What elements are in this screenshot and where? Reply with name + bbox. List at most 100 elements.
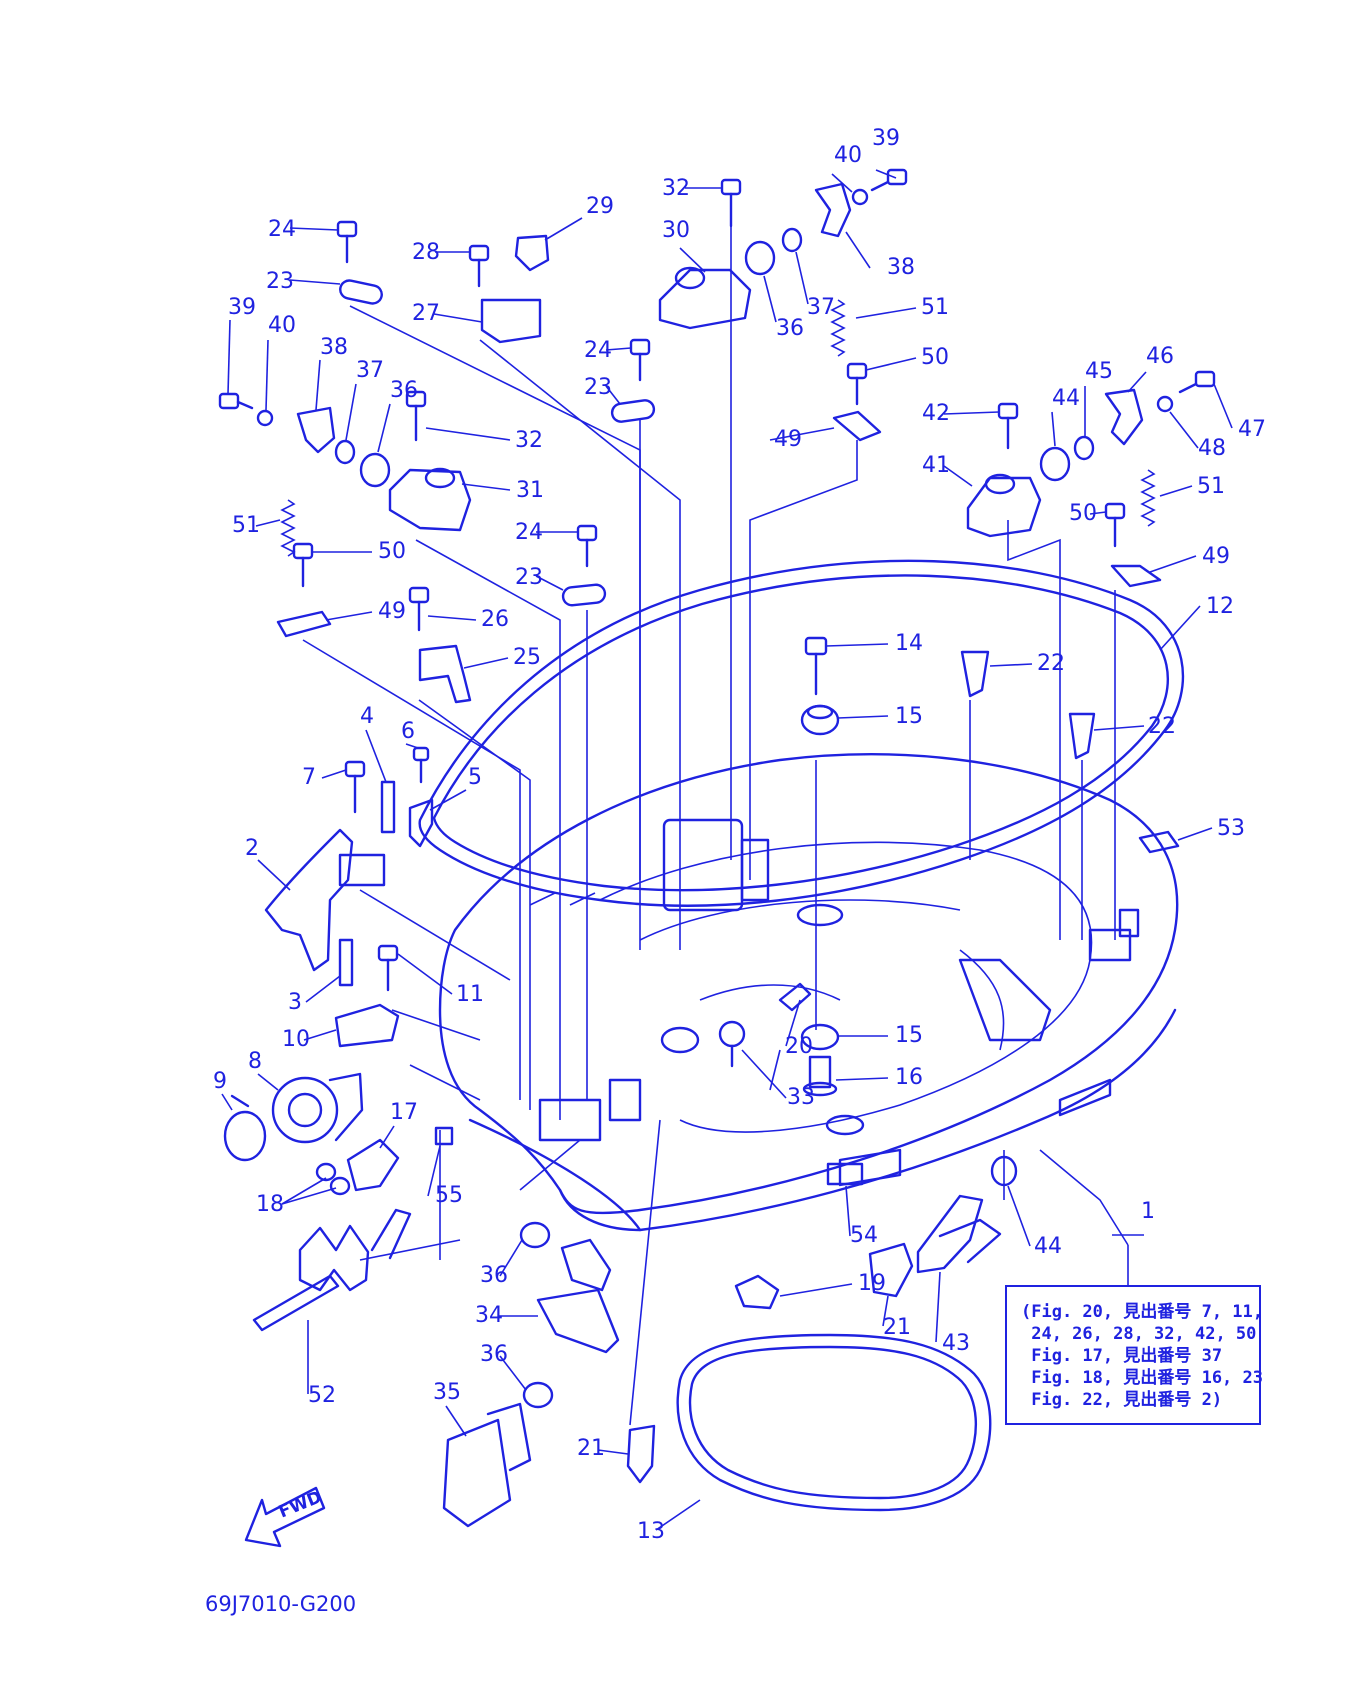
callout-1: 1 <box>1141 1199 1155 1224</box>
rubber-seal-ring-12 <box>418 559 1185 907</box>
callout-15: 15 <box>895 704 923 729</box>
callout-24: 24 <box>268 217 296 242</box>
callout-37: 37 <box>807 295 835 320</box>
callout-39: 39 <box>872 126 900 151</box>
drawing-code: 69J7010-G200 <box>205 1592 357 1616</box>
forward-arrow-icon <box>244 1486 326 1548</box>
callout-29: 29 <box>586 194 614 219</box>
callout-22: 22 <box>1148 714 1176 739</box>
callout-21: 21 <box>883 1315 911 1340</box>
bolt-39-left <box>218 392 254 410</box>
callout-18: 18 <box>256 1192 284 1217</box>
bolt-50-left <box>292 542 314 588</box>
callout-17: 17 <box>390 1100 418 1125</box>
callout-49: 49 <box>774 427 802 452</box>
callout-13: 13 <box>637 1519 665 1544</box>
callout-55: 55 <box>435 1183 463 1208</box>
callout-53: 53 <box>1217 816 1245 841</box>
bolt-11 <box>377 944 399 992</box>
callout-38: 38 <box>887 255 915 280</box>
bolt-50-right <box>846 362 868 406</box>
callout-44: 44 <box>1052 386 1080 411</box>
callout-44: 44 <box>1034 1234 1062 1259</box>
callout-6: 6 <box>401 719 415 744</box>
callout-50: 50 <box>921 345 949 370</box>
callout-36: 36 <box>480 1342 508 1367</box>
callout-36: 36 <box>480 1263 508 1288</box>
note-line: Fig. 18, 見出番号 16, 23 <box>1021 1368 1263 1388</box>
callout-4: 4 <box>360 704 374 729</box>
callout-24: 24 <box>584 338 612 363</box>
bolt-39-top <box>870 168 908 192</box>
bolt-32-left <box>405 390 427 442</box>
callout-34: 34 <box>475 1303 503 1328</box>
callout-14: 14 <box>895 631 923 656</box>
callout-40: 40 <box>834 143 862 168</box>
callout-51: 51 <box>232 513 260 538</box>
callout-35: 35 <box>433 1380 461 1405</box>
callout-49: 49 <box>378 599 406 624</box>
bottom-cowling <box>438 753 1179 1232</box>
callout-32: 32 <box>515 428 543 453</box>
callout-3: 3 <box>288 990 302 1015</box>
leader-lines <box>221 169 1233 1531</box>
callout-39: 39 <box>228 295 256 320</box>
callout-20: 20 <box>785 1034 813 1059</box>
callout-40: 40 <box>268 313 296 338</box>
bolt-32-top <box>720 178 742 228</box>
bolt-24-top <box>336 220 358 264</box>
bolt-42 <box>997 402 1019 450</box>
callout-7: 7 <box>302 765 316 790</box>
hardware-parts <box>218 168 1216 1528</box>
bolt-26 <box>408 586 430 632</box>
callout-19: 19 <box>858 1271 886 1296</box>
bolt-28 <box>468 244 490 288</box>
callout-11: 11 <box>456 982 484 1007</box>
callout-52: 52 <box>308 1383 336 1408</box>
callout-30: 30 <box>662 218 690 243</box>
callout-51: 51 <box>1197 474 1225 499</box>
callout-24: 24 <box>515 520 543 545</box>
callout-36: 36 <box>776 316 804 341</box>
bolt-7 <box>344 760 366 814</box>
callout-22: 22 <box>1037 651 1065 676</box>
callout-50: 50 <box>378 539 406 564</box>
callout-45: 45 <box>1085 359 1113 384</box>
bolt-24-low <box>576 524 598 568</box>
bottom-seal-13 <box>676 1333 992 1512</box>
callout-33: 33 <box>787 1085 815 1110</box>
callout-49: 49 <box>1202 544 1230 569</box>
bolt-47 <box>1178 370 1216 394</box>
callout-10: 10 <box>282 1027 310 1052</box>
callout-37: 37 <box>356 358 384 383</box>
callout-2: 2 <box>245 836 259 861</box>
callout-41: 41 <box>922 453 950 478</box>
bolt-24-mid <box>629 338 651 382</box>
bolt-14 <box>804 636 828 696</box>
callout-36: 36 <box>390 378 418 403</box>
callout-54: 54 <box>850 1223 878 1248</box>
callout-8: 8 <box>248 1049 262 1074</box>
callout-46: 46 <box>1146 344 1174 369</box>
note-line: (Fig. 20, 見出番号 7, 11, <box>1021 1302 1263 1322</box>
callout-26: 26 <box>481 607 509 632</box>
bolt-50-far-right <box>1104 502 1126 548</box>
callout-42: 42 <box>922 401 950 426</box>
callout-9: 9 <box>213 1069 227 1094</box>
callout-32: 32 <box>662 176 690 201</box>
callout-47: 47 <box>1238 417 1266 442</box>
callout-48: 48 <box>1198 436 1226 461</box>
callout-27: 27 <box>412 301 440 326</box>
callout-25: 25 <box>513 645 541 670</box>
callout-28: 28 <box>412 240 440 265</box>
note-line: Fig. 17, 見出番号 37 <box>1021 1346 1223 1366</box>
callout-31: 31 <box>516 478 544 503</box>
callout-5: 5 <box>468 765 482 790</box>
callout-16: 16 <box>895 1065 923 1090</box>
callout-43: 43 <box>942 1331 970 1356</box>
callout-23: 23 <box>584 375 612 400</box>
callout-15: 15 <box>895 1023 923 1048</box>
